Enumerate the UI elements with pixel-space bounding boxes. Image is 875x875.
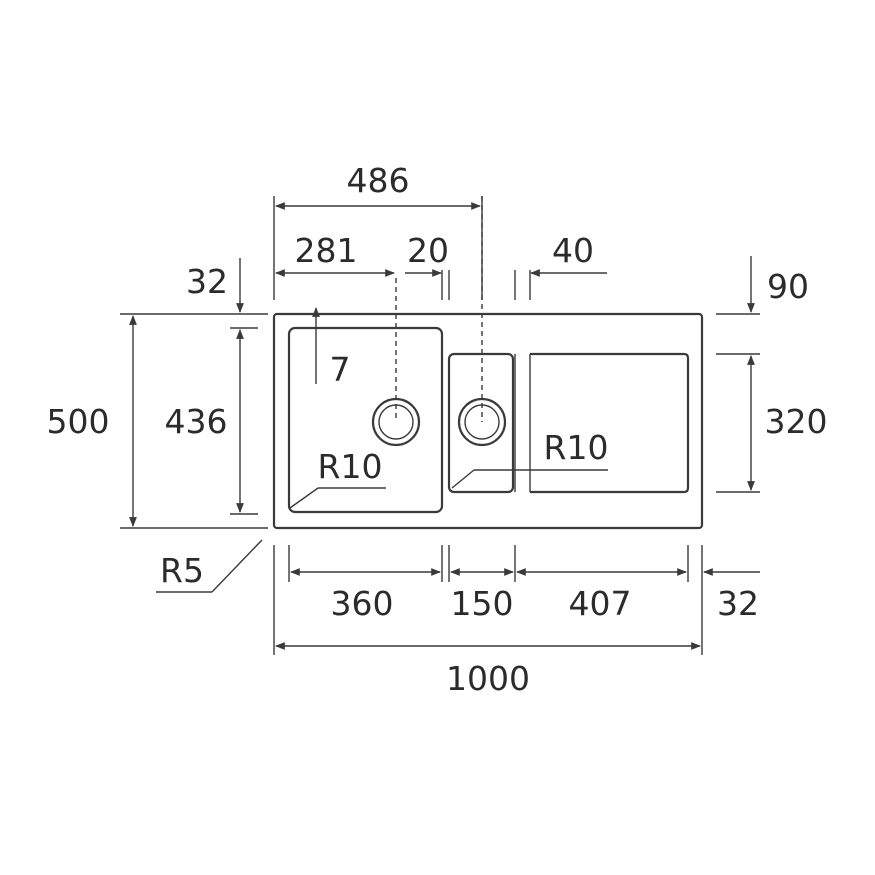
- main-bowl: [287, 326, 444, 514]
- dim-500: 500: [47, 402, 110, 441]
- dim-1000: 1000: [446, 659, 530, 698]
- dim-32-top: 32: [186, 262, 228, 301]
- dim-7: 7: [330, 350, 351, 389]
- small-bowl: [447, 352, 515, 494]
- dim-320: 320: [765, 402, 828, 441]
- dim-486: 486: [347, 161, 410, 200]
- r5-leader: [211, 539, 263, 593]
- radius-corner: R5: [160, 551, 204, 590]
- dim-360: 360: [331, 584, 394, 623]
- dim-281: 281: [295, 231, 358, 270]
- radius-small-bowl: R10: [544, 428, 609, 467]
- dim-20: 20: [407, 231, 449, 270]
- dim-436: 436: [165, 402, 228, 441]
- dim-407: 407: [569, 584, 632, 623]
- radius-main: R10: [318, 447, 383, 486]
- r10-leader-main: [289, 487, 319, 509]
- dim-40: 40: [552, 231, 594, 270]
- dim-32-bottom: 32: [717, 584, 759, 623]
- dim-90: 90: [767, 267, 809, 306]
- r10-leader-small: [451, 469, 475, 489]
- drainer-board: [530, 352, 690, 494]
- dim-150: 150: [451, 584, 514, 623]
- sink-outline: [272, 312, 704, 530]
